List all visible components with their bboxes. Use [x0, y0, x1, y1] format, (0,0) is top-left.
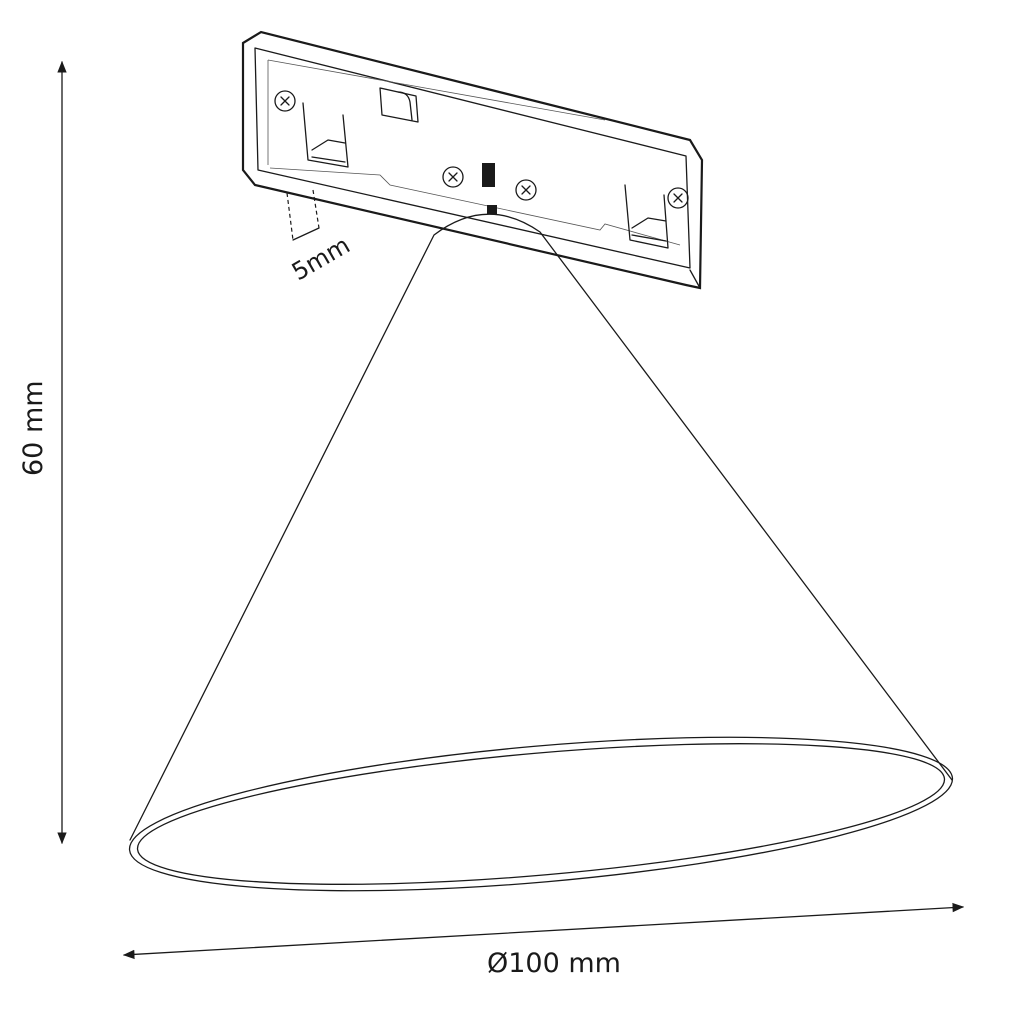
diameter-dimension: Ø100 mm: [122, 902, 965, 979]
contact-tab: [379, 87, 419, 123]
screw-icon: [667, 187, 689, 209]
screw-icon: [442, 166, 464, 188]
screw-icon: [515, 179, 537, 201]
screw-icon: [274, 90, 296, 112]
diameter-label: Ø100 mm: [487, 948, 621, 979]
right-clip: [624, 184, 669, 249]
offset-dimension: 5mm: [286, 189, 355, 286]
left-clip: [302, 102, 349, 168]
height-dimension: 60 mm: [18, 60, 67, 845]
center-pin: [487, 205, 497, 214]
cone-shade: [128, 213, 954, 892]
track-adapter: [241, 30, 704, 290]
offset-label: 5mm: [287, 231, 355, 286]
height-label: 60 mm: [18, 380, 49, 476]
center-connector: [482, 163, 495, 187]
